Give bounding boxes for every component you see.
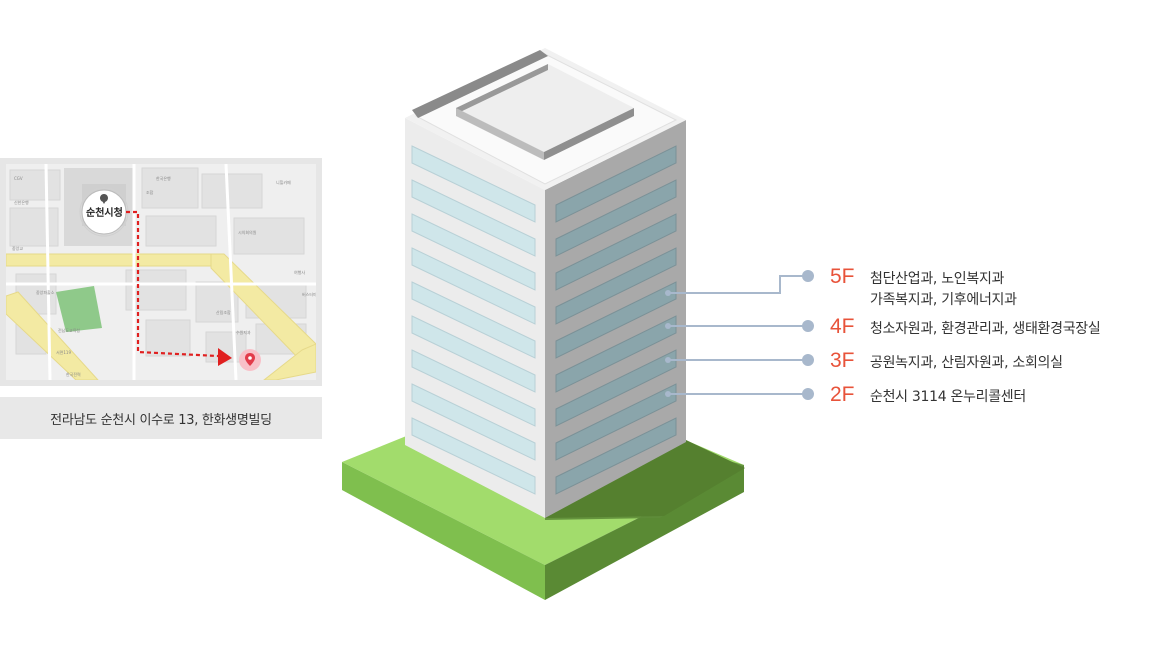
floor-number: 5F [830, 265, 855, 288]
floor-5f: 5F 첨단산업과, 노인복지과 가족복지과, 기후에너지과 [830, 266, 1017, 311]
svg-text:중앙파출소: 중앙파출소 [36, 289, 55, 295]
address-bar: 전라남도 순천시 이수로 13, 한화생명빌딩 [0, 397, 322, 439]
floor-number: 4F [830, 315, 855, 338]
svg-text:산림조합: 산림조합 [216, 309, 231, 315]
svg-text:중앙교: 중앙교 [12, 245, 23, 251]
city-hall-pin-icon [99, 194, 108, 204]
address-text: 전라남도 순천시 이수로 13, 한화생명빌딩 [50, 412, 272, 428]
svg-text:한국전력: 한국전력 [66, 371, 81, 377]
svg-text:여행사: 여행사 [294, 269, 305, 275]
floor-number: 2F [830, 383, 855, 406]
svg-text:한국은행: 한국은행 [156, 175, 171, 181]
floor-line: 순천시 3114 온누리콜센터 [870, 389, 1026, 405]
svg-text:수원지과: 수원지과 [236, 329, 251, 335]
floor-line: 청소자원과, 환경관리과, 생태환경국장실 [870, 321, 1101, 337]
floor-3f: 3F 공원녹지과, 산림자원과, 소회의실 [830, 350, 1063, 374]
floor-2f: 2F 순천시 3114 온누리콜센터 [830, 384, 1026, 408]
floor-4f: 4F 청소자원과, 환경관리과, 생태환경국장실 [830, 315, 1101, 340]
floor-departments: 공원녹지과, 산림자원과, 소회의실 [870, 353, 1063, 374]
svg-text:시의회의원: 시의회의원 [238, 229, 257, 235]
floor-departments: 순천시 3114 온누리콜센터 [870, 387, 1026, 408]
svg-text:니힐카페: 니힐카페 [276, 179, 291, 185]
city-hall-label: 순천시청 [86, 208, 123, 219]
svg-text:CGV: CGV [14, 176, 23, 181]
floor-line: 가족복지과, 기후에너지과 [870, 292, 1017, 308]
building-illustration [342, 48, 745, 600]
svg-text:조합: 조합 [146, 189, 154, 195]
floor-departments: 청소자원과, 환경관리과, 생태환경국장실 [870, 319, 1101, 340]
svg-text:신한은행: 신한은행 [14, 199, 29, 205]
floor-line: 공원녹지과, 산림자원과, 소회의실 [870, 355, 1063, 371]
svg-text:전남도교육청: 전남도교육청 [58, 327, 80, 333]
svg-text:서면119: 서면119 [56, 349, 71, 355]
svg-text:버스터미널: 버스터미널 [302, 291, 316, 297]
floor-number: 3F [830, 349, 855, 372]
floor-line: 첨단산업과, 노인복지과 [870, 271, 1005, 287]
floor-departments: 첨단산업과, 노인복지과 가족복지과, 기후에너지과 [870, 269, 1017, 311]
